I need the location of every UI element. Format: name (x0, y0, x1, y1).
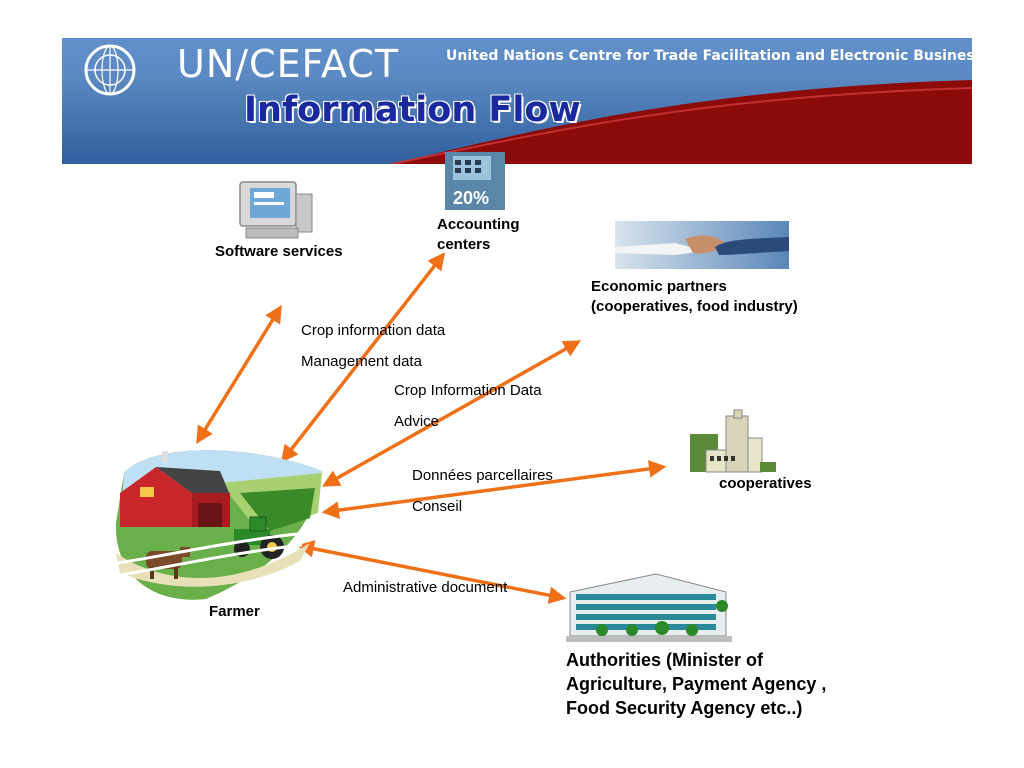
flow-crop-information-data: Crop Information Data (394, 382, 542, 399)
flow-conseil: Conseil (412, 498, 463, 515)
flow-donnees-parcellaires: Données parcellaires (412, 467, 553, 484)
barn-icon (120, 451, 230, 527)
arrow-farmer-cooperatives (321, 460, 667, 519)
authorities-label-line2: Agriculture, Payment Agency , (566, 674, 827, 694)
calculator-badge: 20% (453, 188, 489, 208)
tractor-icon (234, 516, 284, 559)
cooperatives-label: cooperatives (719, 475, 812, 492)
flow-administrative-document: Administrative document (343, 579, 508, 596)
un-emblem-icon (84, 44, 136, 96)
org-subtitle: United Nations Centre for Trade Facilita… (446, 48, 972, 64)
org-title: UN/CEFACT (177, 42, 400, 86)
farmer-label: Farmer (209, 603, 260, 620)
accounting-label-line2: centers (437, 236, 491, 253)
accounting-label-line1: Accounting (437, 216, 520, 233)
handshake-icon (615, 221, 789, 269)
banner-background (62, 38, 972, 164)
economic-label-line2: (cooperatives, food industry) (591, 298, 798, 315)
farm-illustration (115, 450, 323, 600)
authorities-label-line1: Authorities (Minister of (566, 650, 763, 670)
header-banner: UN/CEFACT United Nations Centre for Trad… (62, 38, 972, 164)
page-title: Information Flow (244, 90, 581, 130)
computer-icon (239, 181, 313, 239)
software-label: Software services (215, 243, 343, 260)
fence (117, 531, 307, 577)
authorities-label-line3: Food Security Agency etc..) (566, 698, 803, 718)
authorities-label: Authorities (Minister of Agriculture, Pa… (566, 648, 826, 720)
arrow-farmer-software (196, 305, 282, 444)
flow-management-data: Management data (301, 353, 422, 370)
economic-label-line1: Economic partners (591, 278, 727, 295)
factory-icon (690, 409, 776, 473)
arrow-farmer-authorities (296, 540, 567, 604)
accounting-label: Accounting centers (437, 215, 520, 255)
calculator-icon: 20% (445, 152, 505, 210)
economic-label: Economic partners (cooperatives, food in… (591, 277, 798, 317)
flow-crop-information: Crop information data (301, 322, 446, 339)
flow-advice: Advice (394, 413, 440, 430)
government-building-icon (566, 573, 732, 642)
